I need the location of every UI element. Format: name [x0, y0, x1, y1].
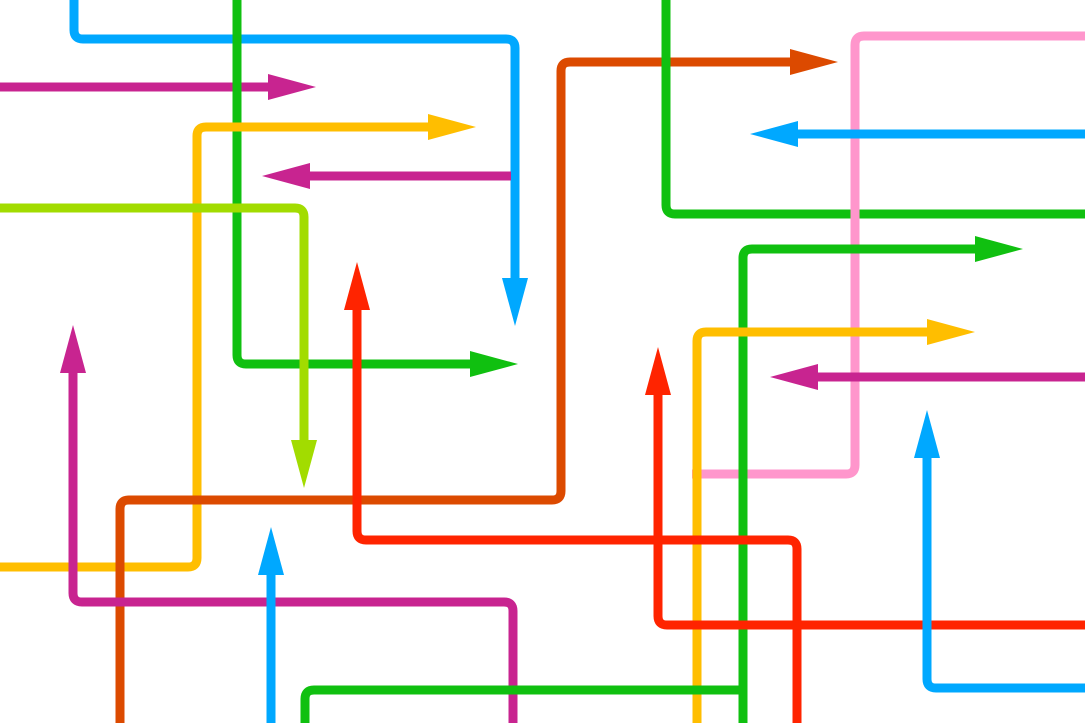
lime-arrow — [0, 203, 317, 488]
red-right-arrow — [645, 347, 1085, 630]
green-left-arrow-arrowhead-icon — [470, 351, 518, 377]
green-bottom-line-line — [300, 685, 743, 723]
lime-arrow-arrowhead-icon — [291, 440, 317, 488]
blue-bottom-right-arrow — [914, 410, 1085, 693]
pink-line-line — [692, 31, 1085, 479]
red-center-arrow — [344, 262, 802, 723]
magenta-bottom-arrow-line — [68, 373, 518, 723]
magenta-top-arrow-arrowhead-icon — [268, 74, 316, 100]
green-right-arrow-arrowhead-icon — [975, 236, 1023, 262]
orange-arrow — [115, 49, 838, 723]
magenta-bottom-arrow — [60, 325, 518, 723]
green-left-arrow-line — [232, 0, 470, 369]
orange-arrow-arrowhead-icon — [790, 49, 838, 75]
yellow-right-arrow-line — [692, 327, 927, 723]
yellow-left-arrow-arrowhead-icon — [428, 114, 476, 140]
magenta-right-arrow — [770, 364, 1085, 390]
blue-bottom-arrow — [258, 527, 284, 723]
pink-line — [692, 31, 1085, 479]
magenta-short-arrow — [262, 163, 511, 189]
blue-top-arrow-line — [69, 0, 520, 278]
blue-bottom-right-arrow-line — [922, 458, 1085, 693]
magenta-right-arrow-arrowhead-icon — [770, 364, 818, 390]
blue-top-arrow — [69, 0, 528, 326]
red-right-arrow-line — [653, 395, 1085, 630]
green-bottom-line — [300, 685, 743, 723]
blue-bottom-arrow-arrowhead-icon — [258, 527, 284, 575]
red-center-arrow-line — [352, 310, 802, 723]
blue-top-arrow-arrowhead-icon — [502, 278, 528, 326]
yellow-right-arrow — [692, 319, 975, 723]
orange-arrow-line — [115, 57, 790, 723]
blue-bottom-right-arrow-arrowhead-icon — [914, 410, 940, 458]
red-right-arrow-arrowhead-icon — [645, 347, 671, 395]
green-top-right-line-line — [661, 0, 1085, 219]
green-right-arrow — [738, 236, 1023, 723]
magenta-short-arrow-arrowhead-icon — [262, 163, 310, 189]
lime-arrow-line — [0, 203, 309, 440]
yellow-left-arrow-line — [0, 122, 428, 572]
blue-right-arrow — [750, 121, 1085, 147]
green-left-arrow — [232, 0, 518, 377]
magenta-bottom-arrow-arrowhead-icon — [60, 325, 86, 373]
green-top-right-line — [661, 0, 1085, 219]
yellow-left-arrow — [0, 114, 476, 572]
blue-right-arrow-arrowhead-icon — [750, 121, 798, 147]
green-right-arrow-line — [738, 244, 975, 723]
red-center-arrow-arrowhead-icon — [344, 262, 370, 310]
yellow-right-arrow-arrowhead-icon — [927, 319, 975, 345]
magenta-top-arrow — [0, 74, 316, 100]
